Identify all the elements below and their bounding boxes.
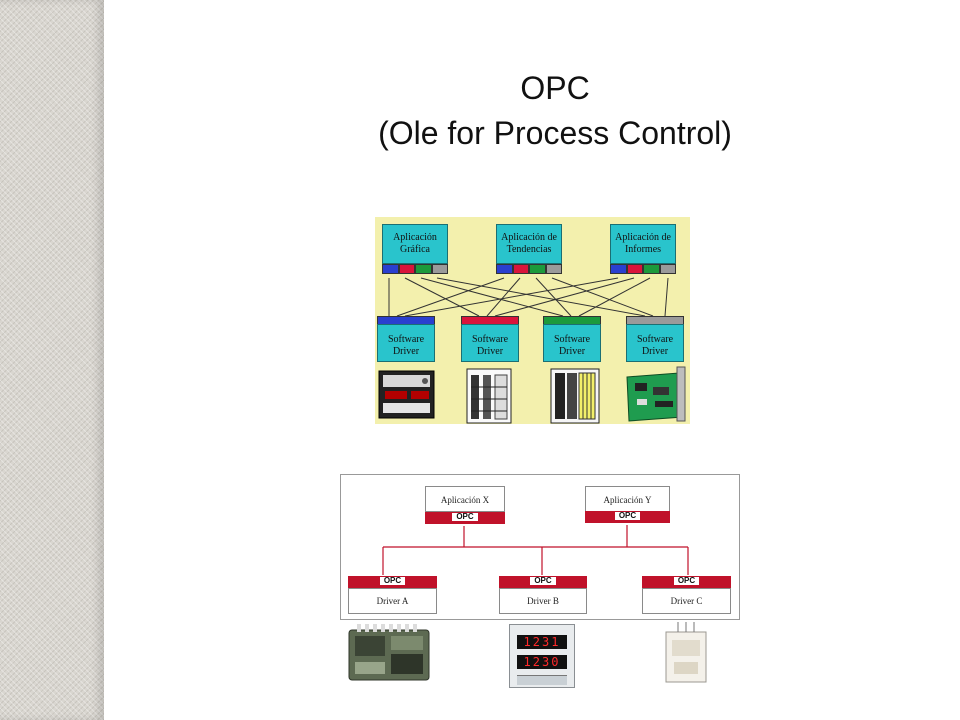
driver-c-box: Driver C bbox=[642, 588, 731, 614]
app-grafica-tabs bbox=[382, 264, 448, 274]
software-driver-box: Software Driver bbox=[377, 324, 435, 362]
opc-label: OPC bbox=[452, 513, 478, 521]
decorative-side-strip bbox=[0, 0, 104, 720]
app-x-box: Aplicación X bbox=[425, 486, 505, 512]
app-label: Aplicación de Informes bbox=[615, 232, 671, 255]
driver-label: Software Driver bbox=[636, 334, 674, 357]
app-y-box: Aplicación Y bbox=[585, 486, 670, 512]
app-label: Aplicación de Tendencias bbox=[501, 232, 557, 255]
plc-rack-device bbox=[550, 368, 600, 424]
software-driver-box: Software Driver bbox=[626, 324, 684, 362]
digital-controller-device: 1231 1230 bbox=[509, 624, 575, 688]
app-tendencias-tabs bbox=[496, 264, 562, 274]
opc-bar-app-y: OPC bbox=[585, 511, 670, 523]
controller-keypad bbox=[517, 675, 567, 685]
software-driver-box: Software Driver bbox=[461, 324, 519, 362]
driver-label: Software Driver bbox=[553, 334, 591, 357]
display-top: 1231 bbox=[517, 635, 567, 649]
driver-label: Software Driver bbox=[387, 334, 425, 357]
driver-b-label: Driver B bbox=[527, 596, 559, 606]
opc-label: OPC bbox=[379, 577, 406, 585]
panel-meter-device bbox=[378, 370, 435, 419]
connection-lines bbox=[378, 277, 686, 424]
driver-a-label: Driver A bbox=[376, 596, 409, 606]
software-driver-box: Software Driver bbox=[543, 324, 601, 362]
driver-b-box: Driver B bbox=[499, 588, 587, 614]
driver-label: Software Driver bbox=[471, 334, 509, 357]
slide-subtitle: (Ole for Process Control) bbox=[378, 115, 732, 151]
opc-label: OPC bbox=[530, 577, 556, 585]
driver-c-label: Driver C bbox=[670, 596, 703, 606]
app-informes-box: Aplicación de Informes bbox=[610, 224, 676, 264]
opc-label: OPC bbox=[673, 577, 700, 585]
plc-controller-device bbox=[348, 624, 430, 681]
app-tendencias-box: Aplicación de Tendencias bbox=[496, 224, 562, 264]
app-informes-tabs bbox=[610, 264, 676, 274]
app-x-label: Aplicación X bbox=[440, 495, 490, 505]
app-grafica-box: Aplicación Gráfica bbox=[382, 224, 448, 264]
app-label: Aplicación Gráfica bbox=[393, 232, 437, 255]
opc-architecture-diagram-1: Aplicación Gráfica Aplicación de Tendenc… bbox=[375, 217, 690, 424]
opc-bar-app-x: OPC bbox=[425, 512, 505, 524]
opc-bar-driver-b: OPC bbox=[499, 576, 587, 588]
opc-bar-driver-c: OPC bbox=[642, 576, 731, 588]
slide-title: OPC bbox=[520, 70, 590, 106]
opc-bar-driver-a: OPC bbox=[348, 576, 437, 588]
display-bottom: 1230 bbox=[517, 655, 567, 669]
interface-card-device bbox=[626, 366, 686, 422]
opc-label: OPC bbox=[614, 512, 641, 520]
frequency-drive-device bbox=[665, 622, 707, 683]
opc-bus-lines bbox=[382, 525, 689, 575]
io-module-device bbox=[466, 368, 512, 424]
driver-a-box: Driver A bbox=[348, 588, 437, 614]
app-y-label: Aplicación Y bbox=[603, 495, 652, 505]
